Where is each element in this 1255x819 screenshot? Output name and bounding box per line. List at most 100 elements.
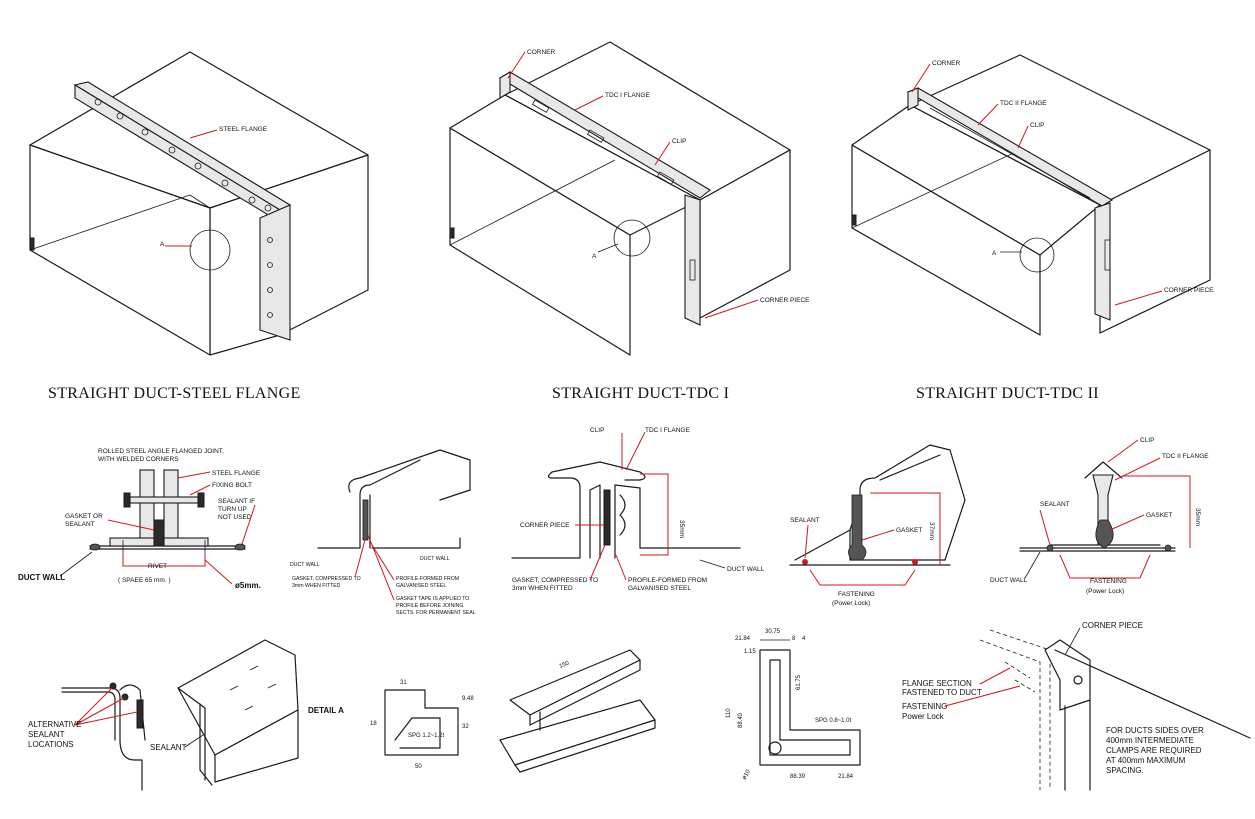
dim-d8: 88.40: [738, 712, 744, 728]
duct-wall-leader: [59, 551, 93, 577]
tdc-flange-leader: [625, 431, 646, 471]
profile-line2: GALVANISED STEEL: [628, 585, 691, 592]
clip-label: CLIP: [590, 427, 604, 434]
fastening-label: FASTENING: [902, 702, 947, 711]
tdc-flange-label: TDC I FLANGE: [645, 427, 690, 434]
gasket-label: GASKET: [896, 527, 922, 534]
note-line5: SPACING.: [1106, 766, 1144, 775]
sealant-leader: [184, 734, 204, 748]
section-tdc-iso: SEALANT GASKET 37mm FASTENING (Power Loc…: [789, 444, 966, 607]
clip-leader: [1017, 125, 1029, 149]
clip-leader: [1107, 439, 1139, 463]
gasket-label: GASKET: [1146, 512, 1172, 519]
profile-leader: [371, 544, 395, 581]
gasket-leader: [861, 529, 895, 541]
detail-alt-sealant: ALTERNATIVE SEALANT LOCATIONS: [28, 682, 146, 791]
sealant-right: [234, 543, 246, 551]
strip-length: 150: [559, 660, 571, 670]
corner-piece-label: CORNER PIECE: [1164, 287, 1214, 294]
detail-a-label: A: [160, 241, 165, 248]
hidden-line-2: [979, 639, 1041, 790]
detail-a-label: A: [592, 253, 597, 260]
fastening-leader: [944, 685, 1021, 707]
gasket-leader: [107, 519, 155, 531]
tdc2-clips: [929, 107, 1111, 271]
sealant-right: [1164, 544, 1172, 552]
profile-dimension-drawing: 31 9.48 18 32 50 SPG 1.2~1.2t: [370, 680, 474, 770]
fastening-bracket: [1059, 554, 1151, 579]
sealant-block: [136, 699, 144, 729]
dim-d3: 8: [792, 636, 796, 642]
flange-bend-outer: [61, 687, 143, 791]
title-tdc2: STRAIGHT DUCT-TDC II: [916, 385, 1099, 402]
sealant-leader: [241, 504, 256, 545]
sealant-dot-left: [802, 559, 808, 565]
fastening-bracket: [809, 569, 916, 586]
alt-line1: ALTERNATIVE: [28, 720, 82, 729]
height-label: 37mm: [928, 522, 935, 540]
detail-a-label: A: [992, 250, 997, 257]
top-edge: [1054, 649, 1251, 739]
dim-d7: 110: [726, 708, 732, 718]
dim-d4: 4: [802, 636, 806, 642]
duct-wall-leader: [1024, 551, 1041, 579]
duct-wall-cut: [449, 227, 455, 239]
steel-flange-leader: [177, 471, 211, 479]
dim-d1: 21.84: [735, 636, 751, 642]
detail-a-leader: [597, 243, 619, 253]
title-tdc1: STRAIGHT DUCT-TDC I: [552, 385, 729, 402]
dim-left: 18: [370, 721, 377, 727]
corner-piece-label: CORNER PIECE: [520, 522, 570, 529]
steel-flange-leader: [189, 129, 218, 139]
dia-leader: [204, 559, 233, 585]
detail-a-hatch: [229, 665, 277, 711]
tape-line1: GASKET TAPE IS APPLIED TO: [396, 596, 469, 602]
rivet-dimension: [122, 556, 206, 567]
duct-wall-cut: [29, 237, 35, 251]
profile-top: [348, 449, 471, 501]
sealant-dot-top: [109, 682, 117, 690]
tdc2-flange-leader: [977, 103, 999, 126]
flange-line2: FASTENED TO DUCT: [902, 688, 982, 697]
sealant-leader: [1039, 509, 1051, 546]
iso-duct-tdc1: CORNER TDC I FLANGE CLIP CORNER PIECE A: [449, 41, 810, 356]
profile-line2: GALVANISED STEEL: [396, 583, 446, 589]
power-lock-label: Power Lock: [902, 712, 945, 721]
power-lock-label: (Power Lock): [1086, 588, 1124, 595]
height-label: 35mm: [1194, 508, 1201, 526]
detail-a-face: [214, 709, 299, 783]
gasket-stem: [848, 494, 867, 561]
duct-wall-cut: [851, 214, 857, 226]
gasket-leader: [1109, 514, 1145, 531]
alt-line3: LOCATIONS: [28, 740, 74, 749]
tdc2-flange-label: TDC II FLANGE: [1000, 100, 1047, 107]
tdc1-flange-leader: [574, 95, 604, 111]
bolt-nut: [197, 492, 205, 508]
section-profile-iso: DUCT WALL DUCT WALL GASKET, COMPRESSED T…: [290, 449, 476, 616]
power-lock-label: (Power Lock): [832, 600, 870, 607]
steel-flange-vertical: [259, 204, 291, 341]
tape-line2: PROFILE BEFORE JOINING: [396, 603, 463, 609]
fastening-label: FASTENING: [1090, 578, 1127, 585]
clip-profile: [511, 461, 646, 559]
sealant-line1: SEALANT IF: [218, 498, 255, 505]
corner-piece-leader: [704, 299, 759, 319]
tdc2-flange-vertical: [1094, 202, 1111, 321]
tape-line3: SECTS. FOR PERMANENT SEAL: [396, 610, 476, 616]
detail-a: SEALANT DETAIL A: [150, 639, 344, 786]
profile-right: [371, 537, 461, 549]
corner-leader: [507, 51, 526, 79]
angle-right-horizontal: [163, 537, 209, 547]
height-label: 35mm: [678, 520, 685, 538]
gasket-line2: SEALANT: [65, 521, 95, 528]
title-steel-flange: STRAIGHT DUCT-STEEL FLANGE: [48, 385, 301, 402]
dim-right: 32: [462, 724, 469, 730]
corner-piece-dims: 21.84 30.75 8 4 1.15 61.75 110 88.40 ø10…: [726, 629, 861, 781]
strip-iso: 150: [499, 649, 656, 773]
spacing-label: ( SPAEE 65 mm. ): [118, 577, 171, 584]
section-tdc2: CLIP TDC II FLANGE SEALANT GASKET 35mm D…: [990, 437, 1209, 595]
clip-leader: [654, 141, 671, 166]
right-flange: [614, 484, 741, 559]
note-line4: AT 400mm MAXIMUM: [1106, 756, 1186, 765]
profile-leader: [615, 554, 627, 581]
